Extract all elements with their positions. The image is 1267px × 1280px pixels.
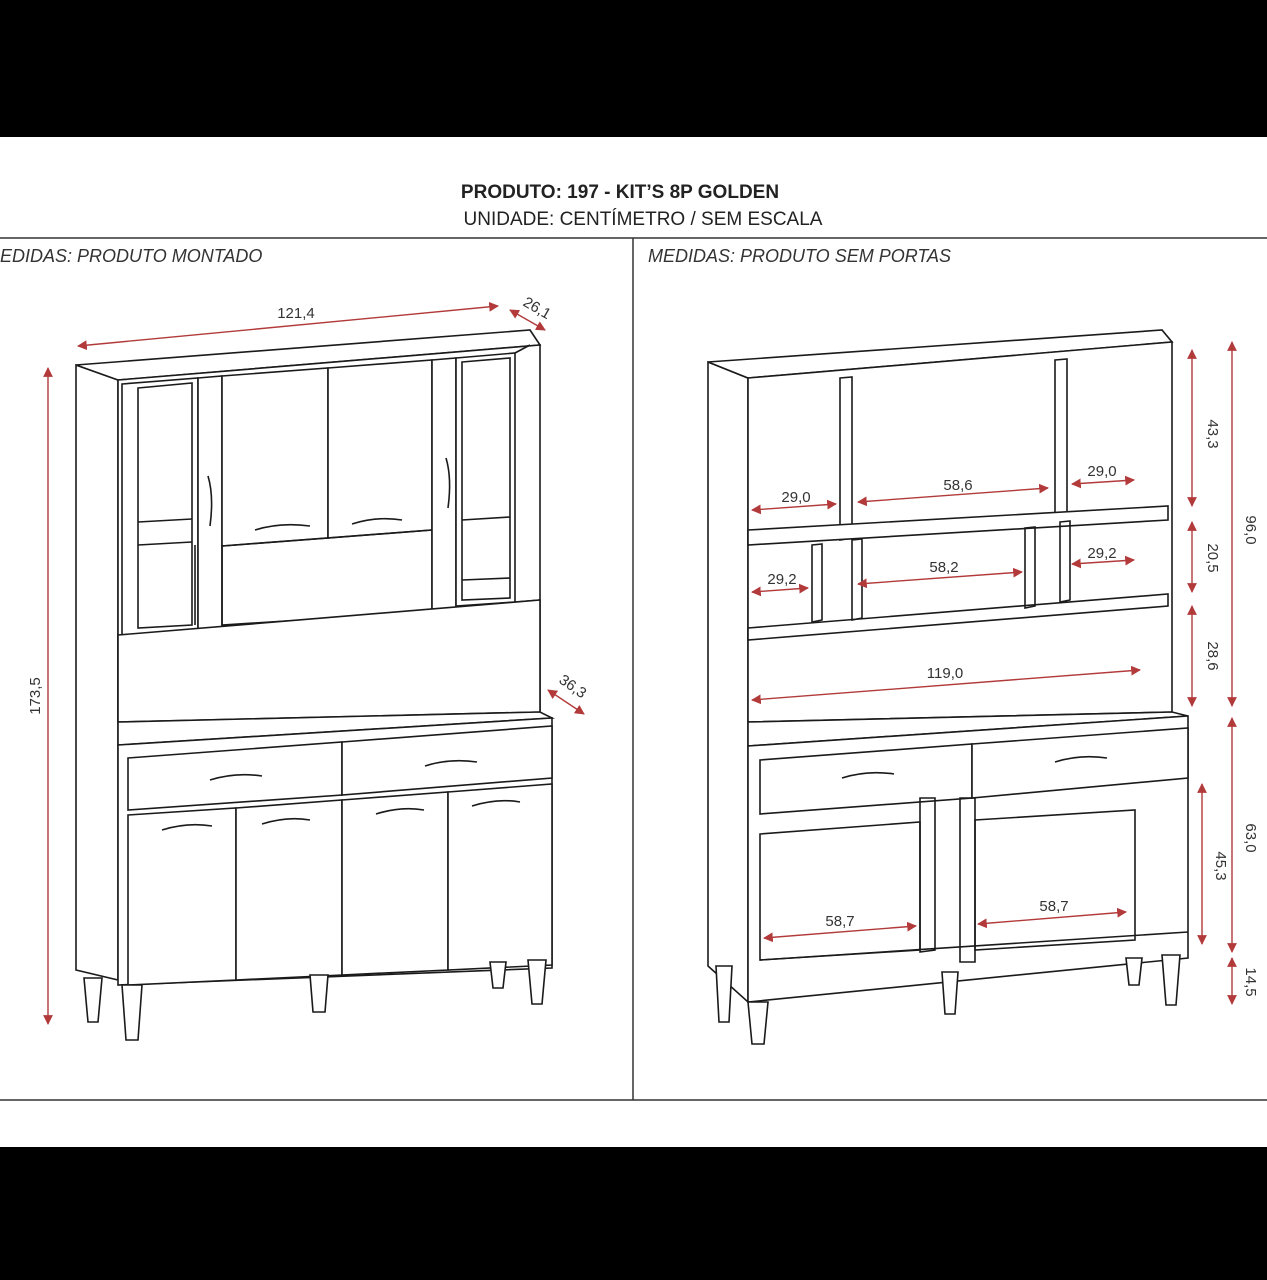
dimension-arrow: [977, 907, 1127, 929]
dim-mid-right: 29,2: [1087, 545, 1116, 562]
glass-door-right: [455, 352, 516, 607]
base-door-2: [235, 799, 343, 981]
dim-h-mid: 20,5: [1204, 543, 1221, 572]
base-door-4: [447, 783, 553, 971]
dim-top-center: 58,6: [943, 477, 972, 494]
dimension-arrow: [751, 499, 837, 515]
dim-mid-left: 29,2: [767, 571, 796, 588]
foot: [83, 977, 103, 1023]
left-panel-label: EDIDAS: PRODUTO MONTADO: [0, 246, 262, 266]
dimension-arrow: [1071, 555, 1135, 569]
dimension-arrow: [1071, 475, 1135, 489]
dim-top-left: 29,0: [781, 489, 810, 506]
dim-h-niche: 28,6: [1204, 641, 1221, 670]
base-door-1: [127, 807, 237, 986]
foot: [121, 984, 143, 1041]
dim-depth-base: 36,3: [556, 671, 590, 702]
dim-height: 173,5: [27, 677, 44, 715]
dimension-arrow: [509, 309, 546, 331]
dim-base-left: 58,7: [825, 913, 854, 930]
drawer-right: [971, 727, 1189, 799]
dim-top-right: 29,0: [1087, 463, 1116, 480]
left-side-panel: [707, 360, 749, 1004]
upper-door-2: [327, 359, 433, 539]
dim-width: 121,4: [277, 305, 315, 322]
dim-h-base-total: 63,0: [1242, 823, 1259, 852]
foot: [309, 974, 329, 1013]
foot: [527, 959, 547, 1005]
drawing-sheet: PRODUTO: 197 - KIT’S 8P GOLDEN UNIDADE: …: [0, 137, 1267, 1147]
technical-drawing: PRODUTO: 197 - KIT’S 8P GOLDEN UNIDADE: …: [0, 182, 1267, 1101]
glass-door-left: [121, 377, 199, 636]
foot: [489, 961, 507, 989]
shelf: [747, 593, 1169, 641]
shelf: [747, 505, 1169, 546]
dim-h-feet: 14,5: [1242, 967, 1259, 996]
dimension-arrow: [77, 301, 499, 351]
dimension-arrow: [763, 921, 917, 943]
assembled-cabinet: 121,4 26,1 173,5 36,3: [27, 294, 590, 1041]
dim-h-base-inner: 45,3: [1212, 851, 1229, 880]
product-title: PRODUTO: 197 - KIT’S 8P GOLDEN: [461, 182, 779, 203]
foot: [1125, 957, 1143, 986]
dim-mid-center: 58,2: [929, 559, 958, 576]
dim-counter: 119,0: [927, 665, 963, 682]
foot: [1161, 954, 1181, 1006]
dimension-arrow: [751, 583, 809, 597]
foot: [941, 971, 959, 1015]
dim-h-upper-total: 96,0: [1242, 515, 1259, 544]
left-side-panel: [75, 363, 119, 982]
foot: [715, 965, 733, 1023]
dimension-arrow: [547, 689, 585, 715]
dimension-arrow: [751, 665, 1141, 705]
unit-subtitle: UNIDADE: CENTÍMETRO / SEM ESCALA: [464, 209, 823, 230]
foot: [747, 1001, 769, 1045]
upper-door-1: [221, 367, 329, 547]
dim-base-right: 58,7: [1039, 898, 1068, 915]
drawer-right: [341, 725, 553, 796]
base-door-3: [341, 791, 449, 976]
dimension-arrow: [857, 483, 1049, 507]
dim-h-top: 43,3: [1204, 419, 1221, 448]
right-panel-label: MEDIDAS: PRODUTO SEM PORTAS: [648, 246, 951, 266]
dimension-arrow: [857, 567, 1023, 589]
cabinet-without-doors: 29,0 58,6 29,0 29,2 58,2 29,2 119,0 58,7…: [707, 329, 1259, 1045]
